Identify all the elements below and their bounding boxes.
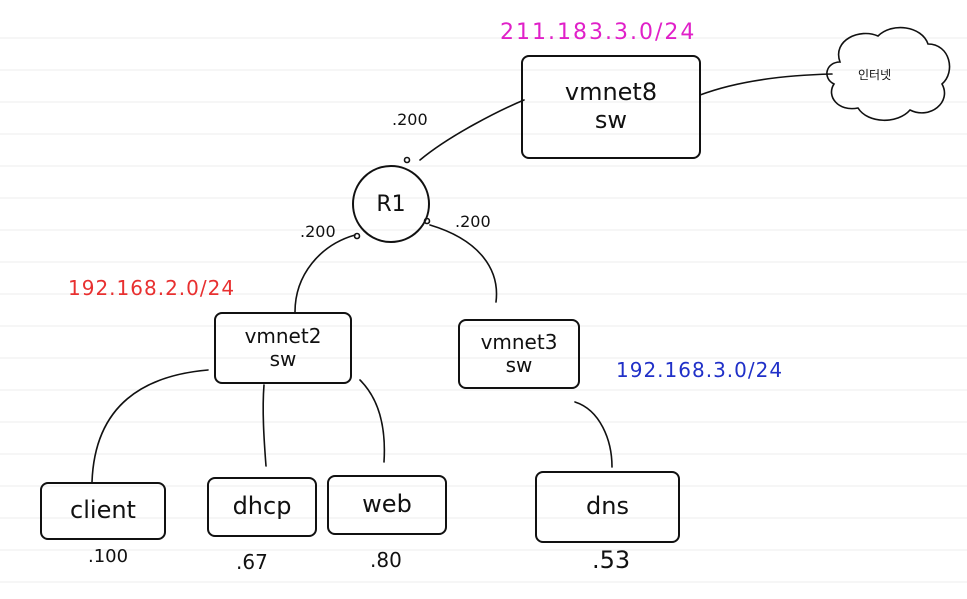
vmnet2-switch: vmnet2 sw [214,312,352,384]
dns-host: dns [535,471,680,543]
dns-address: .53 [592,546,631,574]
link-vmnet2-web [359,379,386,463]
client-host: client [40,482,166,540]
internet-cloud [826,26,951,121]
vmnet3-name: vmnet3 [480,330,558,354]
link-vmnet2-dhcp [262,384,267,467]
link-vmnet3-dns [574,401,613,468]
port-r1-top [403,156,411,164]
vmnet3-switch: vmnet3 sw [458,319,580,389]
link-vmnet8-internet [699,73,833,96]
web-label: web [362,490,412,519]
vmnet2-type: sw [269,347,297,371]
client-label: client [70,496,136,525]
vmnet8-name: vmnet8 [564,78,658,107]
vmnet3-type: sw [505,353,533,377]
router-label: R1 [376,191,406,217]
web-host: web [327,475,447,535]
vmnet2-subnet: 192.168.2.0/24 [68,276,236,300]
vmnet8-switch: vmnet8 sw [521,55,701,159]
r1-vmnet2-address: .200 [300,222,336,241]
r1-vmnet3-address: .200 [455,212,491,231]
port-r1-left [353,232,361,240]
ruled-lines [0,37,967,583]
web-address: .80 [370,548,402,572]
link-vmnet2-client [91,369,209,483]
vmnet2-name: vmnet2 [244,324,322,348]
client-address: .100 [88,546,129,567]
internet-label: 인터넷 [858,68,892,82]
dhcp-label: dhcp [232,492,292,521]
link-r1-vmnet2 [294,234,356,313]
dns-label: dns [586,492,629,521]
link-r1-vmnet8 [419,99,525,161]
router-r1: R1 [352,165,430,243]
dhcp-host: dhcp [207,477,317,537]
vmnet8-subnet: 211.183.3.0/24 [500,20,697,45]
vmnet8-type: sw [594,106,628,134]
vmnet3-subnet: 192.168.3.0/24 [616,358,784,382]
r1-vmnet8-address: .200 [392,110,428,129]
dhcp-address: .67 [236,550,268,574]
link-r1-vmnet3 [429,224,498,303]
